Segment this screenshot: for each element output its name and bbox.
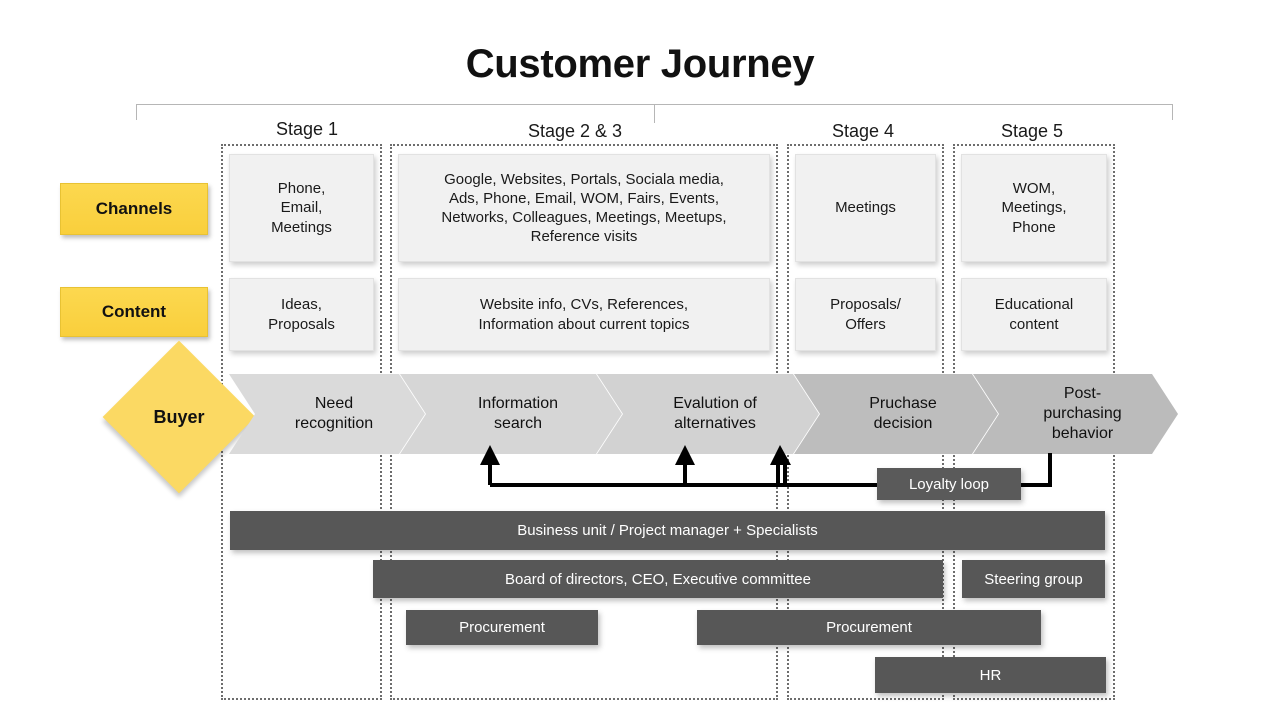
channels-cell-stage4[interactable]: Meetings [795, 154, 936, 262]
stage-label-1: Stage 1 [275, 119, 339, 139]
role-bar-hr[interactable]: HR [875, 657, 1106, 693]
page-title: Customer Journey [465, 42, 815, 86]
role-bar-procurement-early[interactable]: Procurement [406, 610, 598, 645]
channels-cell-stage23[interactable]: Google, Websites, Portals, Sociala media… [398, 154, 770, 262]
journey-step-post-purchasing-behavior[interactable]: Post- purchasing behavior [973, 374, 1178, 454]
row-label-content[interactable]: Content [60, 287, 208, 337]
channels-cell-stage1[interactable]: Phone, Email, Meetings [229, 154, 374, 262]
role-bar-business-unit[interactable]: Business unit / Project manager + Specia… [230, 511, 1105, 550]
content-cell-stage5[interactable]: Educational content [961, 278, 1107, 351]
stage-label-2: Stage 2 & 3 [527, 121, 623, 141]
journey-step-purchase-decision[interactable]: Pruchase decision [794, 374, 998, 454]
role-bar-procurement-late[interactable]: Procurement [697, 610, 1041, 645]
row-label-channels[interactable]: Channels [60, 183, 208, 235]
journey-step-label: Evalution of alternatives [673, 395, 757, 432]
stage-label-3: Stage 4 [831, 121, 895, 141]
journey-step-need-recognition[interactable]: Need recognition [229, 374, 425, 454]
content-cell-stage23[interactable]: Website info, CVs, References, Informati… [398, 278, 770, 351]
channels-cell-stage5[interactable]: WOM, Meetings, Phone [961, 154, 1107, 262]
journey-step-label: Need recognition [294, 395, 374, 432]
stage-label-4: Stage 5 [1000, 121, 1064, 141]
loyalty-loop-tag[interactable]: Loyalty loop [877, 468, 1021, 500]
content-cell-stage4[interactable]: Proposals/ Offers [795, 278, 936, 351]
journey-step-label: Pruchase decision [869, 395, 937, 432]
bracket-tick-center [654, 104, 655, 123]
bracket-tick-left [136, 104, 137, 120]
loyalty-loop-connector [470, 445, 1070, 510]
role-bar-board-of-directors[interactable]: Board of directors, CEO, Executive commi… [373, 560, 943, 598]
journey-step-evaluation-of-alternatives[interactable]: Evalution of alternatives [597, 374, 819, 454]
journey-step-label: Post- purchasing behavior [1043, 385, 1122, 442]
bracket-tick-right [1172, 104, 1173, 120]
journey-step-information-search[interactable]: Information search [400, 374, 622, 454]
top-bracket [136, 104, 1173, 124]
role-bar-steering-group[interactable]: Steering group [962, 560, 1105, 598]
journey-step-label: Information search [477, 395, 559, 432]
content-cell-stage1[interactable]: Ideas, Proposals [229, 278, 374, 351]
